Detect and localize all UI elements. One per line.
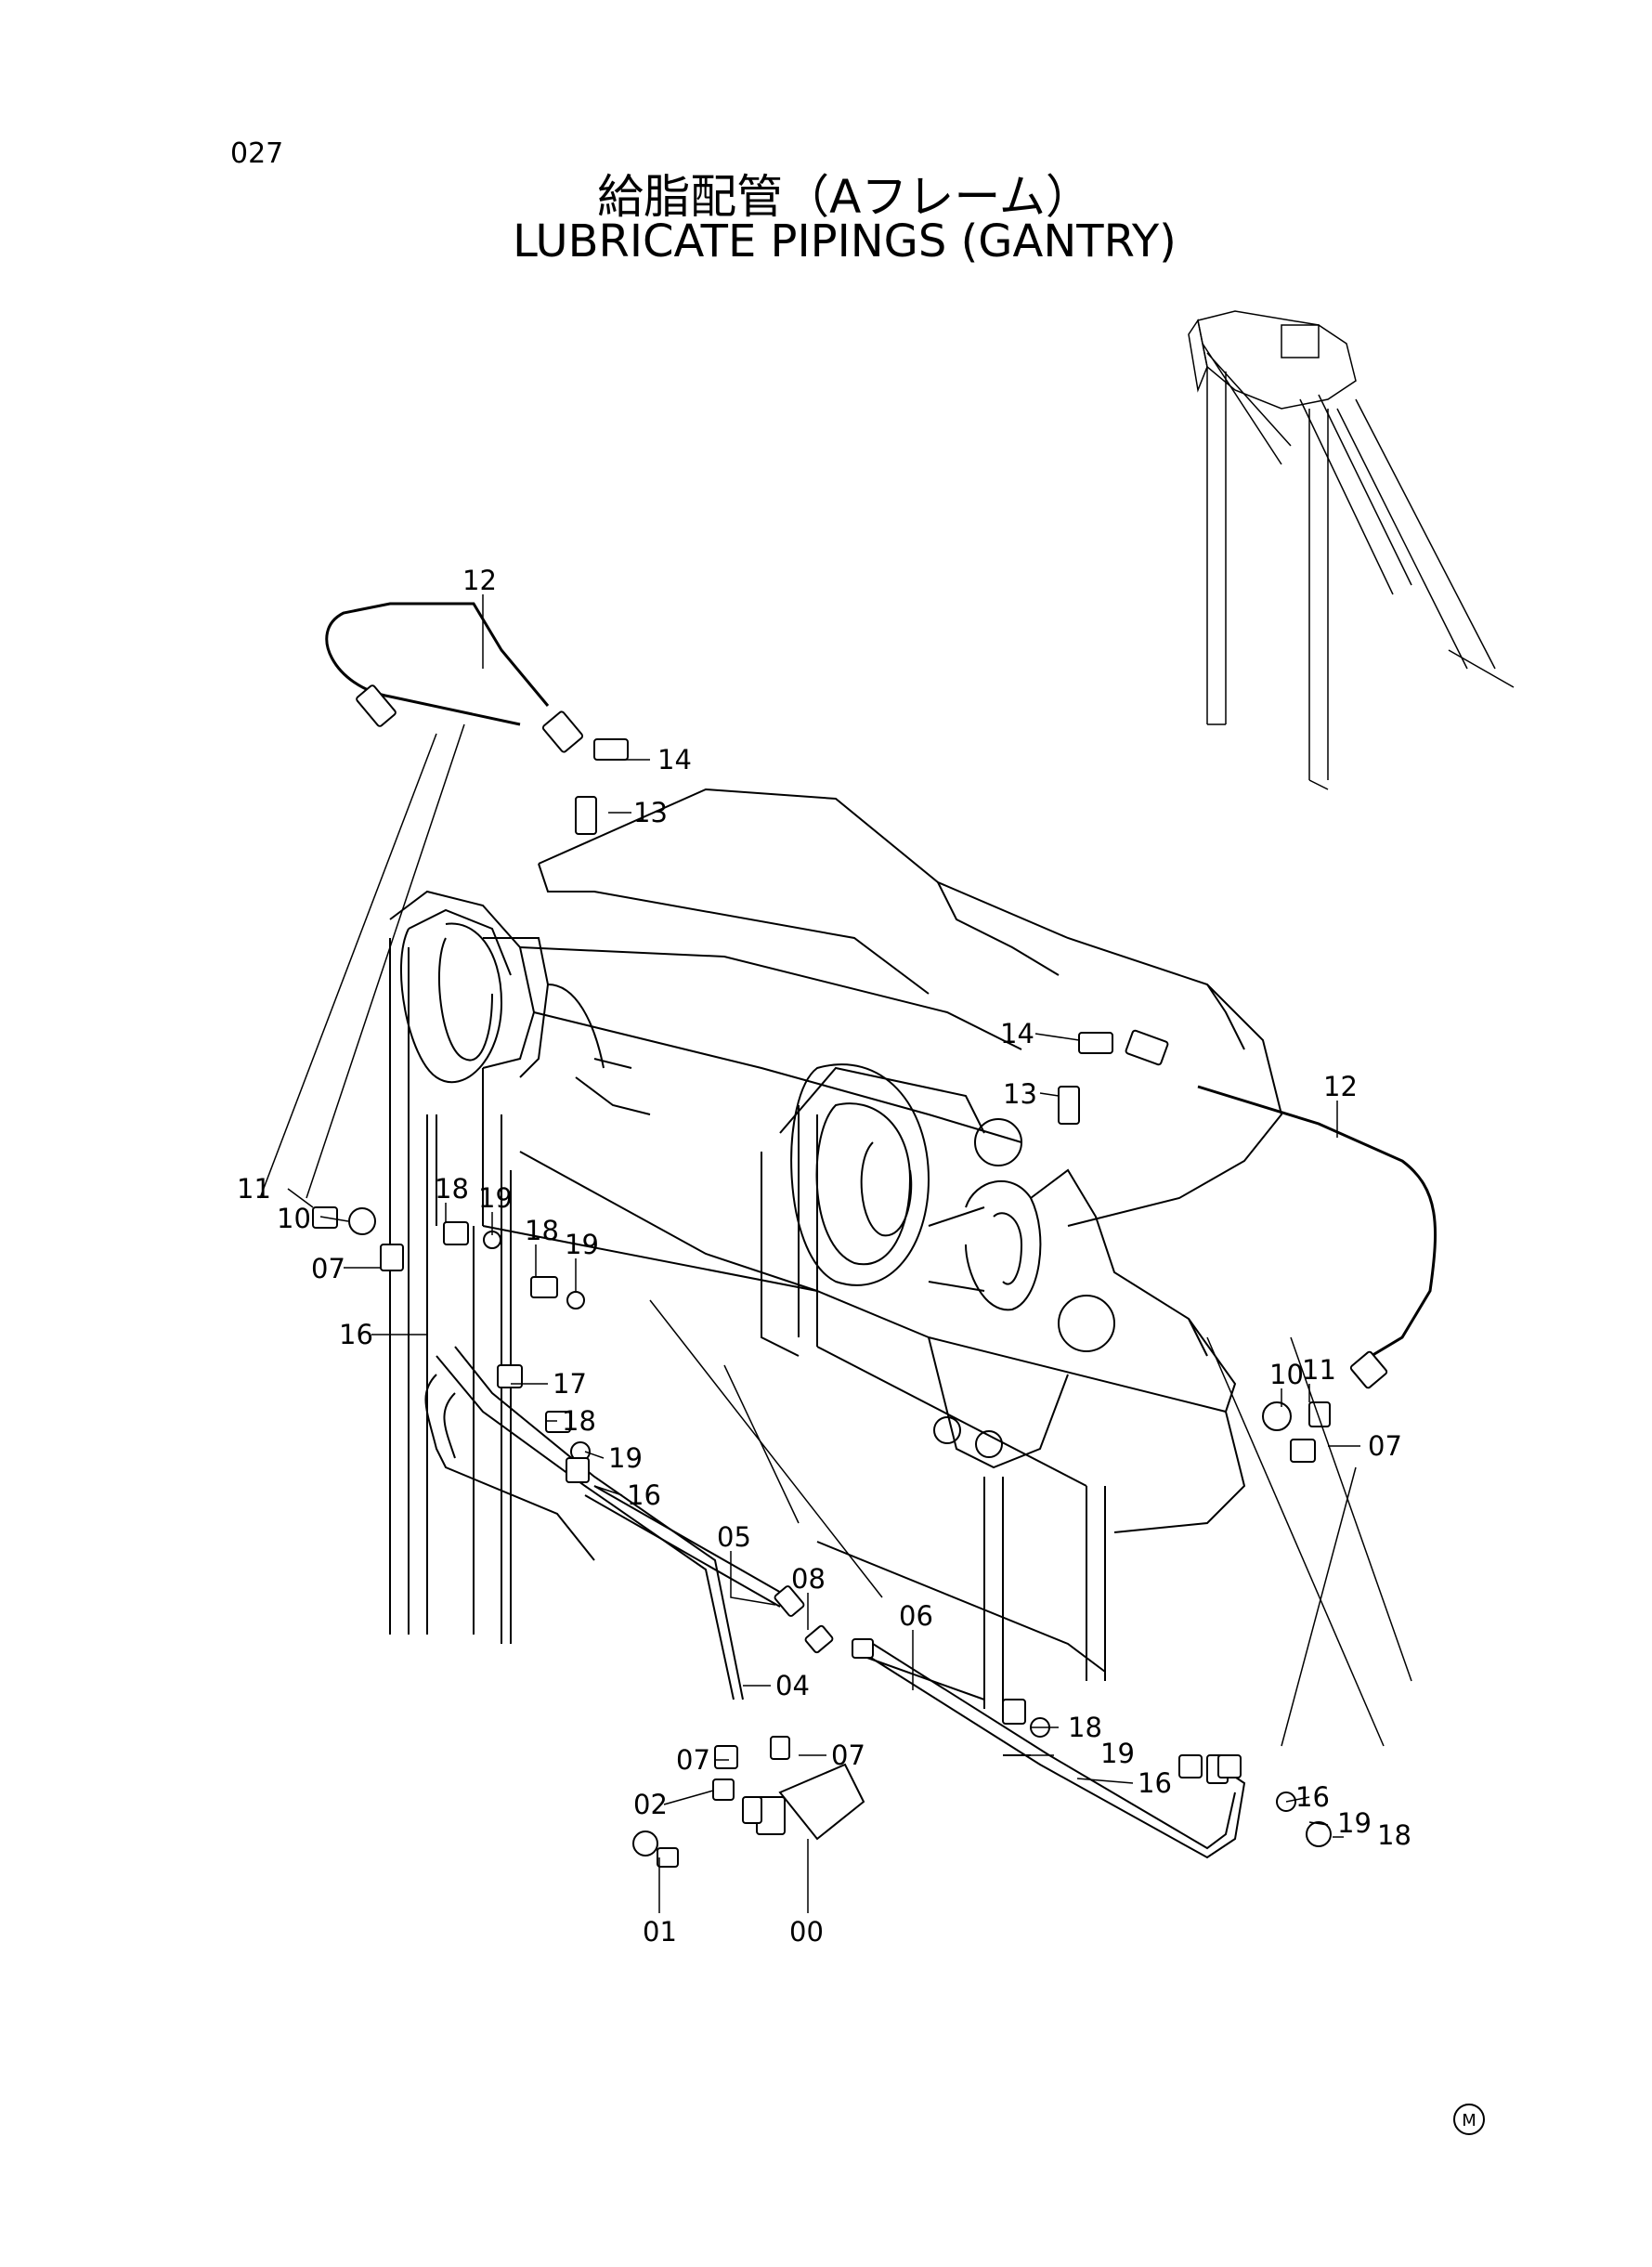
callout-12-top: 12 xyxy=(462,565,497,596)
callout-12-right: 12 xyxy=(1323,1071,1358,1102)
left-drum-assembly xyxy=(399,922,651,1115)
drum-assembly xyxy=(761,1063,1237,1469)
callout-01: 01 xyxy=(643,1916,677,1948)
callout-00: 00 xyxy=(789,1916,824,1948)
gantry-frame xyxy=(389,788,1283,1718)
callout-11-left: 11 xyxy=(237,1173,271,1205)
callout-19-c: 19 xyxy=(608,1442,643,1474)
callout-08: 08 xyxy=(791,1563,826,1595)
title-japanese: 給脂配管（Aフレーム） xyxy=(597,170,1092,224)
callout-19-right: 19 xyxy=(1337,1807,1372,1839)
callout-18-d: 18 xyxy=(1068,1712,1102,1743)
callout-18-b: 18 xyxy=(525,1215,559,1246)
callout-13-top: 13 xyxy=(633,797,668,828)
callout-06: 06 xyxy=(899,1600,933,1632)
callout-16-right-a: 16 xyxy=(1138,1767,1172,1799)
callout-16-right-b: 16 xyxy=(1295,1781,1330,1813)
corner-mark-letter: M xyxy=(1462,2111,1476,2130)
callout-10-left: 10 xyxy=(277,1203,311,1234)
callout-14-right: 14 xyxy=(1000,1018,1034,1049)
callout-19-b: 19 xyxy=(565,1229,599,1260)
callout-04: 04 xyxy=(775,1670,810,1701)
callout-16-left: 16 xyxy=(339,1319,373,1350)
callout-10-right: 10 xyxy=(1269,1359,1304,1390)
callout-07-b: 07 xyxy=(831,1739,865,1771)
callout-18-a: 18 xyxy=(435,1173,469,1205)
callout-14-top: 14 xyxy=(657,744,692,775)
callout-19-d: 19 xyxy=(1100,1738,1135,1769)
callout-07-c: 07 xyxy=(676,1744,710,1776)
corner-mark-icon: M xyxy=(1453,2104,1485,2135)
callout-16-mid: 16 xyxy=(627,1479,661,1511)
callout-05: 05 xyxy=(717,1521,751,1553)
callout-17: 17 xyxy=(553,1368,587,1400)
inset-overview-drawing xyxy=(1188,310,1515,790)
callout-19-a: 19 xyxy=(478,1182,513,1214)
callout-07-left: 07 xyxy=(311,1253,345,1284)
callout-02: 02 xyxy=(633,1789,668,1820)
callout-18-right: 18 xyxy=(1377,1819,1411,1851)
callout-07-right: 07 xyxy=(1368,1430,1402,1462)
lubrication-hoses xyxy=(325,602,1437,1859)
callout-13-right: 13 xyxy=(1003,1078,1037,1110)
callout-18-c: 18 xyxy=(562,1405,596,1437)
callout-11-right: 11 xyxy=(1302,1354,1336,1386)
title-english: LUBRICATE PIPINGS (GANTRY) xyxy=(513,215,1177,267)
page-number: 027 xyxy=(230,137,284,170)
callout-labels: 12 14 13 14 13 12 11 10 07 18 19 18 19 1… xyxy=(237,565,1411,1948)
leader-lines xyxy=(259,594,1412,1913)
fittings xyxy=(312,684,1388,1868)
